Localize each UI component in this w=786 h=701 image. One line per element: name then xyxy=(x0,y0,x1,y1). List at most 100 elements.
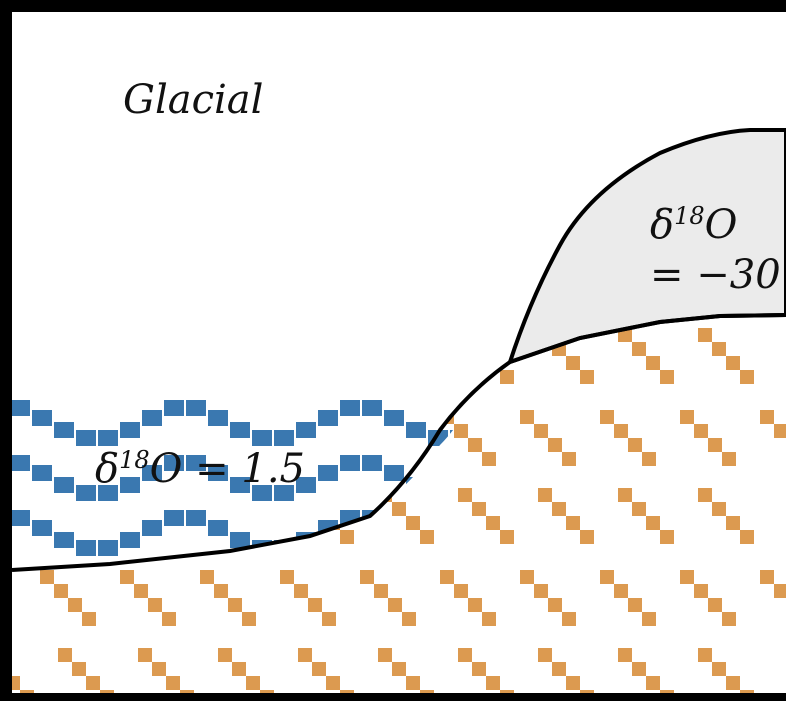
water-wave-dash xyxy=(164,400,184,416)
water-wave-dash xyxy=(472,532,492,548)
bedrock-dash xyxy=(54,584,68,598)
bedrock-dash xyxy=(458,488,472,502)
bedrock-dash xyxy=(740,530,754,544)
bedrock-dash xyxy=(722,452,736,466)
bedrock-dash xyxy=(538,488,552,502)
bedrock-dash xyxy=(72,662,86,676)
bedrock-dash xyxy=(120,570,134,584)
bedrock-dash xyxy=(712,342,726,356)
bedrock-dash xyxy=(374,424,388,438)
bedrock-dash xyxy=(12,676,20,690)
ice-delta-o: O xyxy=(705,202,738,248)
bedrock-dash xyxy=(138,328,152,342)
bedrock xyxy=(0,328,786,693)
water-wave-dash xyxy=(164,455,184,471)
bedrock-dash xyxy=(378,648,392,662)
bedrock-dash xyxy=(632,502,646,516)
ocean-delta-symbol: δ xyxy=(95,446,119,492)
bedrock-dash xyxy=(322,612,336,626)
bedrock-dash xyxy=(580,530,594,544)
bedrock-dash xyxy=(726,676,740,690)
bedrock-dash xyxy=(100,370,114,384)
bedrock-dash xyxy=(298,648,312,662)
bedrock-dash xyxy=(468,438,482,452)
bedrock-dash xyxy=(618,648,632,662)
bedrock-dash xyxy=(500,690,514,693)
bedrock-dash xyxy=(406,516,420,530)
water-wave-dash xyxy=(318,465,338,481)
bedrock-dash xyxy=(232,662,246,676)
bedrock-dash xyxy=(458,328,472,342)
bedrock-dash xyxy=(628,598,642,612)
bedrock-dash xyxy=(566,356,580,370)
bedrock-dash xyxy=(486,356,500,370)
water-wave-dash xyxy=(340,455,360,471)
bedrock-dash xyxy=(740,690,754,693)
bedrock-dash xyxy=(232,342,246,356)
bedrock-dash xyxy=(760,410,774,424)
bedrock-dash xyxy=(228,598,242,612)
water-wave-dash xyxy=(230,477,250,493)
water-wave-dash xyxy=(252,485,272,501)
bedrock-dash xyxy=(152,342,166,356)
water-wave-dash xyxy=(406,422,426,438)
bedrock-dash xyxy=(308,438,322,452)
bedrock-dash xyxy=(312,662,326,676)
bedrock-dash xyxy=(420,530,434,544)
water-wave-dash xyxy=(98,540,118,556)
bedrock-dash xyxy=(152,662,166,676)
bedrock-dash xyxy=(58,328,72,342)
bedrock-dash xyxy=(326,676,340,690)
bedrock-dash xyxy=(340,530,354,544)
bedrock-dash xyxy=(712,662,726,676)
water-wave-dash xyxy=(472,422,492,438)
water-wave-dash xyxy=(208,410,228,426)
bedrock-dash xyxy=(82,612,96,626)
bedrock-dash xyxy=(0,342,6,356)
water-wave-dash xyxy=(32,520,52,536)
bedrock-dash xyxy=(458,648,472,662)
bedrock-dash xyxy=(534,424,548,438)
bedrock-dash xyxy=(388,438,402,452)
bedrock-dash xyxy=(180,370,194,384)
bedrock-dash xyxy=(242,612,256,626)
bedrock-dash xyxy=(152,502,166,516)
bedrock-dash xyxy=(0,502,6,516)
bedrock-dash xyxy=(614,584,628,598)
bedrock-dash xyxy=(472,502,486,516)
bedrock-dash xyxy=(660,530,674,544)
water-wave-dash xyxy=(32,410,52,426)
bedrock-dash xyxy=(642,452,656,466)
bedrock-dash xyxy=(500,530,514,544)
bedrock-dash xyxy=(162,612,176,626)
water-wave-dash xyxy=(164,510,184,526)
bedrock-dash xyxy=(260,370,274,384)
bedrock-dash xyxy=(180,530,194,544)
water-wave-dash xyxy=(76,430,96,446)
bedrock-dash xyxy=(698,488,712,502)
water-wave-dash xyxy=(472,477,492,493)
bedrock-dash xyxy=(20,530,34,544)
bedrock-dash xyxy=(468,598,482,612)
bedrock-dash xyxy=(680,570,694,584)
bedrock-dash xyxy=(562,452,576,466)
bedrock-dash xyxy=(614,424,628,438)
water-wave-dash xyxy=(428,485,448,501)
ocean-delta-superscript: 18 xyxy=(119,446,150,474)
bedrock-dash xyxy=(100,690,114,693)
bedrock-dash xyxy=(420,690,434,693)
bedrock-dash xyxy=(600,410,614,424)
bedrock-dash xyxy=(406,676,420,690)
bedrock-dash xyxy=(600,570,614,584)
bedrock-dash xyxy=(20,690,34,693)
bedrock-dash xyxy=(166,356,180,370)
bedrock-dash xyxy=(326,356,340,370)
water-wave-dash xyxy=(186,510,206,526)
bedrock-dash xyxy=(246,516,260,530)
bedrock-dash xyxy=(760,570,774,584)
bedrock-dash xyxy=(298,328,312,342)
bedrock-dash xyxy=(312,342,326,356)
ocean-delta-label: δ18O = 1.5 xyxy=(95,446,305,492)
ice-delta-superscript: 18 xyxy=(674,202,705,230)
water-wave-dash xyxy=(142,520,162,536)
